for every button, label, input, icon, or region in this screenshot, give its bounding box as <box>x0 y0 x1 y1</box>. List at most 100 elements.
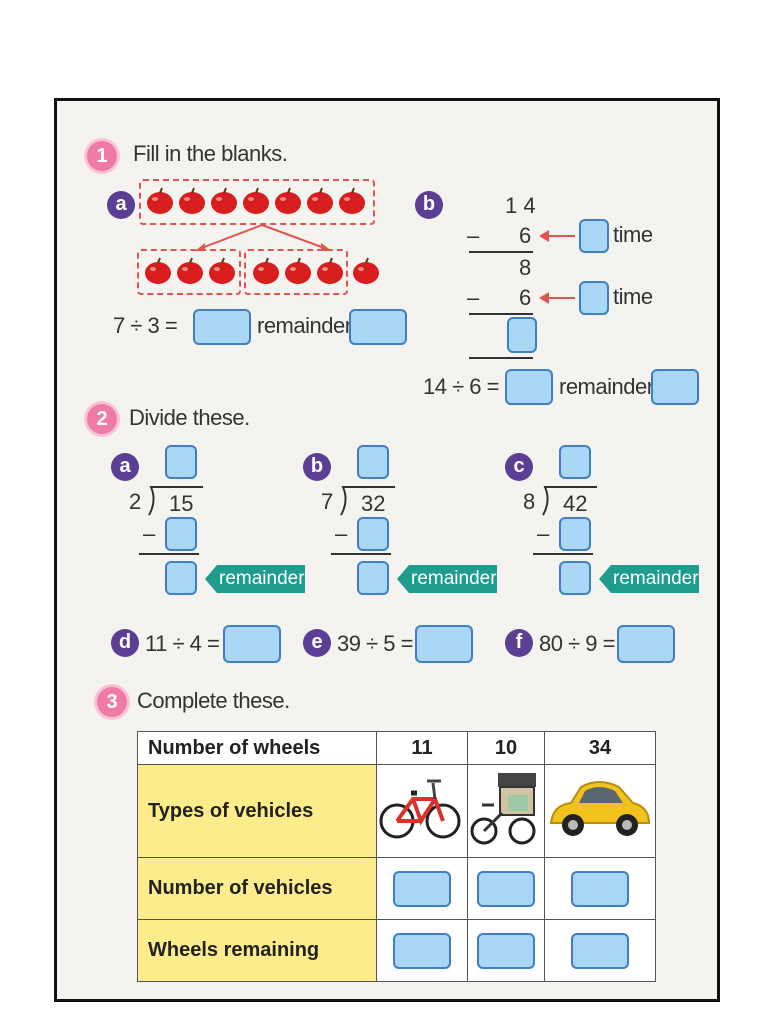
wheels-table: Number of wheels 11 10 34 Types of vehic… <box>137 731 656 982</box>
answer-1b-remainder-step[interactable] <box>507 317 537 353</box>
car-icon <box>549 781 651 836</box>
answer-2e[interactable] <box>415 625 473 663</box>
equation-text: 80 ÷ 9 = <box>539 631 615 656</box>
answer-1a-quotient[interactable] <box>193 309 251 345</box>
part-1a-badge: a <box>107 191 135 219</box>
subtraction-line <box>533 553 593 555</box>
part-2b-badge: b <box>303 453 331 481</box>
part-1b-subtract-1: 6 <box>519 223 532 248</box>
cell <box>544 919 656 982</box>
apple-icon <box>211 187 237 214</box>
answer-vehicles-col-2[interactable] <box>477 870 535 907</box>
table-header-row: Number of wheels 11 10 34 <box>137 731 656 765</box>
minus-sign: – <box>537 521 550 546</box>
apple-icon <box>209 257 235 284</box>
question-2-title: Divide these. <box>129 405 250 430</box>
cell <box>467 857 545 920</box>
header-number-of-wheels: Number of wheels <box>137 731 377 765</box>
answer-2d[interactable] <box>223 625 281 663</box>
apple-icon <box>275 187 301 214</box>
apple-group-1 <box>137 249 241 295</box>
answer-1b-quotient[interactable] <box>505 369 553 405</box>
part-2a-badge: a <box>111 453 139 481</box>
apple-group-seven <box>139 179 375 225</box>
part-2d-badge: d <box>111 629 139 657</box>
answer-1a-remainder[interactable] <box>349 309 407 345</box>
part-1b-badge: b <box>415 191 443 219</box>
equation-text: 11 ÷ 4 = <box>145 631 220 656</box>
answer-2f[interactable] <box>617 625 675 663</box>
division-bracket <box>340 486 395 516</box>
answer-2c-subtract[interactable] <box>559 517 591 551</box>
apple-icon <box>177 257 203 284</box>
arrow-icon <box>539 230 575 242</box>
cell <box>467 919 545 982</box>
part-1b-line-1 <box>469 251 533 253</box>
answer-remaining-col-3[interactable] <box>571 932 629 969</box>
question-3-title: Complete these. <box>137 688 290 713</box>
header-col-2: 10 <box>467 731 545 765</box>
divisor: 7 <box>321 489 334 514</box>
apple-icon <box>307 187 333 214</box>
remainder-tag: remainder <box>205 565 305 593</box>
bicycle-icon <box>379 779 461 839</box>
header-col-3: 34 <box>544 731 656 765</box>
apple-icon <box>243 187 269 214</box>
row-label-number-of-vehicles: Number of vehicles <box>137 857 377 920</box>
answer-2c-remainder[interactable] <box>559 561 591 595</box>
answer-2a-remainder[interactable] <box>165 561 197 595</box>
answer-2b-remainder[interactable] <box>357 561 389 595</box>
part-1a-equation: 7 ÷ 3 = <box>113 313 178 338</box>
answer-vehicles-col-1[interactable] <box>393 870 451 907</box>
part-1b-line-2 <box>469 313 533 315</box>
apple-icon <box>339 187 365 214</box>
dividend: 32 <box>361 491 386 516</box>
equation-text: 39 ÷ 5 = <box>337 631 413 656</box>
part-2f-badge: f <box>505 629 533 657</box>
dividend: 42 <box>563 491 588 516</box>
table-row: Types of vehicles <box>137 764 656 858</box>
subtraction-line <box>139 553 199 555</box>
part-1b-result: 8 <box>519 255 532 280</box>
answer-2c-quotient[interactable] <box>559 445 591 479</box>
minus-sign: – <box>335 521 348 546</box>
answer-2a-subtract[interactable] <box>165 517 197 551</box>
apple-icon <box>179 187 205 214</box>
answer-remaining-col-1[interactable] <box>393 932 451 969</box>
table-row: Number of vehicles <box>137 857 656 920</box>
remainder-tag: remainder <box>397 565 497 593</box>
table-row: Wheels remaining <box>137 919 656 982</box>
part-1a-remainder-label: remainder <box>257 313 352 338</box>
answer-2a-quotient[interactable] <box>165 445 197 479</box>
answer-1b-time-1[interactable] <box>579 219 609 253</box>
divisor: 2 <box>129 489 142 514</box>
question-1-title: Fill in the blanks. <box>133 141 288 166</box>
part-1b-minus-1: – <box>467 223 480 248</box>
part-1b-time-2-label: time <box>613 284 653 309</box>
part-1b-equation: 14 ÷ 6 = <box>423 374 499 399</box>
answer-1b-time-2[interactable] <box>579 281 609 315</box>
answer-1b-remainder[interactable] <box>651 369 699 405</box>
apple-icon <box>317 257 343 284</box>
vehicle-rickshaw-cell <box>467 764 545 858</box>
question-3-badge: 3 <box>97 687 127 717</box>
answer-2b-subtract[interactable] <box>357 517 389 551</box>
apple-group-2 <box>244 249 348 295</box>
answer-remaining-col-2[interactable] <box>477 932 535 969</box>
vehicle-bicycle-cell <box>376 764 468 858</box>
arrow-icon <box>539 292 575 304</box>
row-label-types: Types of vehicles <box>137 764 377 858</box>
part-1b-minus-2: – <box>467 285 480 310</box>
dividend: 15 <box>169 491 194 516</box>
part-1b-dividend: 1 4 <box>505 193 536 218</box>
row-label-wheels-remaining: Wheels remaining <box>137 919 377 982</box>
answer-2b-quotient[interactable] <box>357 445 389 479</box>
question-1-badge: 1 <box>87 141 117 171</box>
division-bracket <box>148 486 203 516</box>
apple-icon <box>253 257 279 284</box>
answer-vehicles-col-3[interactable] <box>571 870 629 907</box>
worksheet: 1 Fill in the blanks. a 7 ÷ 3 = remainde… <box>54 98 720 1002</box>
vehicle-car-cell <box>544 764 656 858</box>
remainder-tag: remainder <box>599 565 699 593</box>
header-col-1: 11 <box>376 731 468 765</box>
